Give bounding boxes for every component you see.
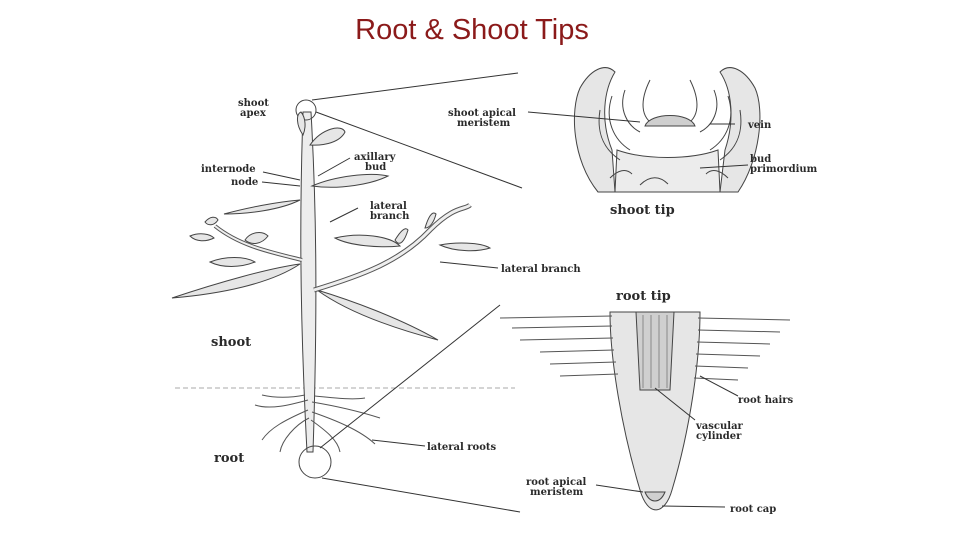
leaf [333,234,402,248]
label-axillary-bud-1: axillary [354,152,397,163]
leaf [223,199,301,215]
slide-title: Root & Shoot Tips [355,14,589,46]
shoot-tip-outline [573,67,616,193]
leaf [309,127,346,146]
label-node: node [231,177,258,188]
label-lateral-branch-2: branch [370,211,410,222]
shoot-tip-pointers [527,111,749,169]
label-shoot-apex-1: shoot [238,98,269,109]
label-bud-primordium-1: bud [750,154,771,165]
label-root: root [214,451,244,466]
leaf [204,216,219,226]
label-shoot-apical-meristem-2: meristem [457,118,511,129]
root-tip-pointers [595,375,739,508]
label-bud-primordium-2: primordium [750,164,818,175]
label-shoot-apical-meristem-1: shoot apical [448,108,516,119]
leaf [189,233,215,242]
label-root-hairs: root hairs [738,395,794,406]
label-root-tip: root tip [616,289,671,304]
whole-plant-illustration [171,99,515,479]
connector-lines [311,72,523,513]
vascular-cylinder [635,311,675,391]
label-vascular-cylinder-1: vascular [695,421,744,432]
leaf [171,263,301,299]
root-hairs [499,315,791,381]
leaf [208,257,257,267]
lateral-branch-right-inner [313,203,472,292]
leaf [310,173,390,188]
leaf [424,212,437,229]
main-stem [300,111,317,453]
roots [254,394,381,453]
meristem-dome [644,115,696,127]
root-tip-detail [609,311,701,511]
label-shoot: shoot [211,335,251,350]
label-lateral-branch-1: lateral [370,201,407,212]
label-vein: vein [747,120,772,131]
label-root-apical-meristem-1: root apical [526,477,587,488]
leaf [297,111,306,137]
label-root-apical-meristem-2: meristem [530,487,584,498]
label-internode: internode [201,164,256,175]
apex-circle [295,99,317,121]
leaf [438,242,492,252]
leaf [244,232,269,244]
lateral-branch-left-inner [214,225,303,261]
label-root-cap: root cap [730,504,776,515]
leaf [316,289,439,341]
root-cap [644,491,666,502]
root-tip-circle [298,445,332,479]
label-lateral-roots: lateral roots [427,442,497,453]
label-shoot-tip: shoot tip [610,203,675,218]
plant-pointers [261,157,499,447]
label-vascular-cylinder-2: cylinder [696,431,742,442]
leaf [394,228,409,244]
label-axillary-bud-2: bud [365,162,386,173]
label-lateral-branch-long: lateral branch [501,264,581,275]
shoot-tip-detail [573,67,761,193]
label-shoot-apex-2: apex [240,108,267,119]
root-tip-outline [609,311,701,511]
